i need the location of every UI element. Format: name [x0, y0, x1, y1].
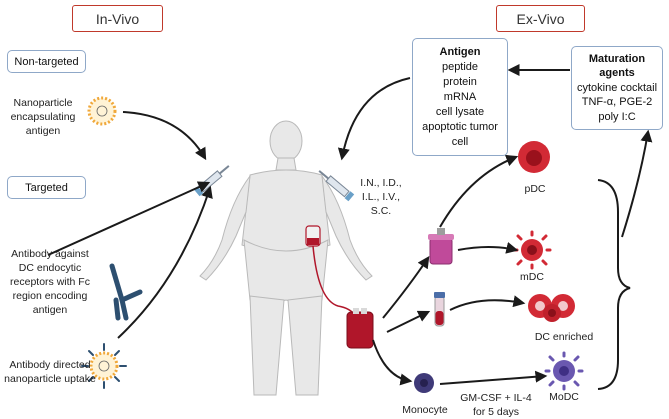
- antigen-box: Antigen peptide protein mRNA cell lysate…: [412, 38, 508, 156]
- syringe-left-icon: [193, 165, 230, 197]
- antibody-fc-caption: Antibody against DC endocytic receptors …: [10, 248, 90, 316]
- antibody-nanoparticle-caption: Antibody directed nanoparticle uptake: [4, 359, 96, 385]
- nanoparticle-caption: Nanoparticle encapsulating antigen: [10, 97, 76, 137]
- nanoparticle-icon: [87, 96, 117, 126]
- ex-vivo-header: Ex-Vivo: [496, 5, 585, 32]
- dc-enriched-cells-icon: [528, 294, 575, 322]
- dc-enriched-label: DC enriched: [534, 331, 594, 343]
- modc-label: MoDC: [549, 391, 579, 403]
- non-targeted-label: Non-targeted: [7, 50, 86, 73]
- culture-conditions: GM-CSF + IL-4 for 5 days: [460, 392, 532, 418]
- in-vivo-header: In-Vivo: [72, 5, 163, 32]
- antibody-fc-icon: [109, 263, 143, 321]
- pdc-cell-icon: [518, 141, 550, 173]
- human-figure-icon: [199, 120, 373, 396]
- administration-routes: I.N., I.D., I.L., I.V., S.C.: [360, 177, 402, 217]
- syringe-right-icon: [318, 170, 355, 202]
- blood-tube-icon: [434, 292, 445, 327]
- cell-culture-tube-icon: [428, 228, 454, 265]
- blood-bag-icon: [346, 308, 374, 349]
- flow-arrows: [47, 64, 653, 386]
- mdc-cell-icon: [512, 230, 552, 270]
- modc-cell-icon: [544, 351, 584, 391]
- targeted-label: Targeted: [7, 176, 86, 199]
- antibody-nanoparticle-icon: [81, 343, 127, 389]
- bracket-icon: [597, 179, 631, 390]
- pdc-label: pDC: [524, 183, 546, 195]
- mdc-label: mDC: [520, 271, 544, 283]
- monocyte-label: Monocyte: [402, 404, 448, 416]
- maturation-agents-box: Maturation agents cytokine cocktail TNF-…: [571, 46, 663, 130]
- monocyte-cell-icon: [414, 373, 434, 393]
